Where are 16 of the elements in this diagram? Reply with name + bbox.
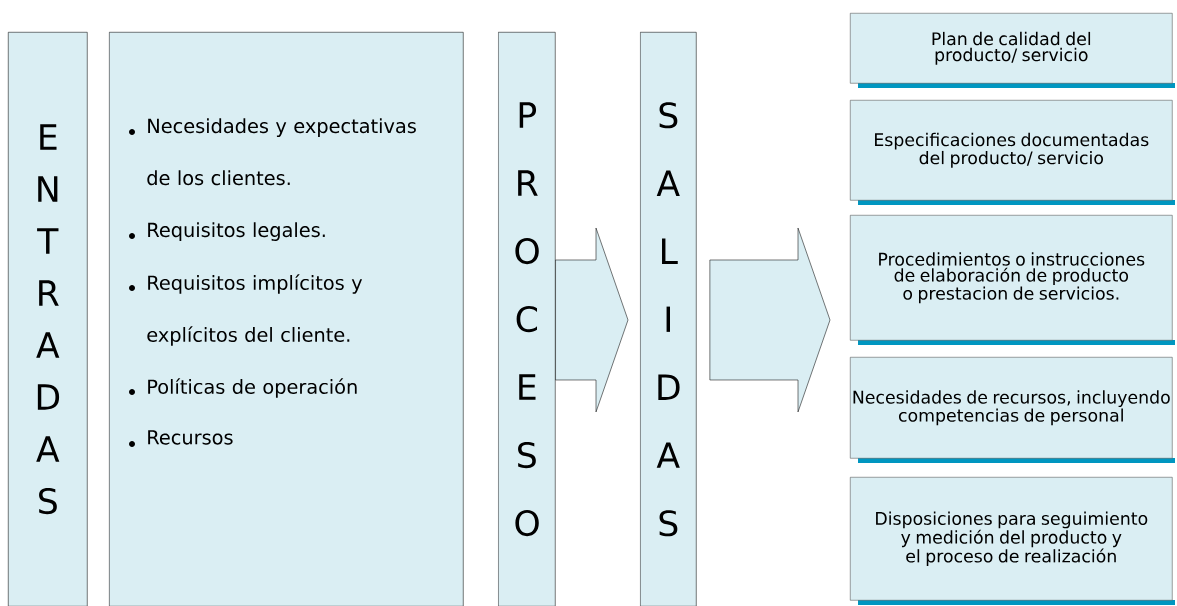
output-box: Procedimientos o instrucciones de elaboración de producto o prestacion de servicios. [850, 215, 1175, 345]
column-box: P R O C E S O [498, 32, 556, 606]
output-box: Especificaciones documentadas del producto/ servicio [850, 100, 1175, 205]
column-box: E N T R A D A S [8, 32, 88, 606]
bullet-item: Requisitos implícitos y explícitos del cliente. [147, 274, 363, 346]
bullet-item: Políticas de operación [148, 378, 357, 398]
bullet-item: Recursos [148, 430, 233, 445]
output-box: Plan de calidad del producto/ servicio [850, 13, 1175, 88]
column-box: S A L I D A S [640, 32, 697, 606]
output-box: Disposiciones para seguimiento y medición del producto y el proceso de realización [850, 477, 1175, 605]
bullet-item: Requisitos legales. [148, 222, 325, 241]
block-arrow [709, 227, 831, 413]
bullet-item: Necesidades y expectativas de los clientes. [147, 118, 416, 186]
list-box [109, 32, 464, 606]
block-arrow [555, 227, 629, 413]
output-box: Necesidades de recursos, incluyendo competencias de personal [850, 357, 1175, 463]
